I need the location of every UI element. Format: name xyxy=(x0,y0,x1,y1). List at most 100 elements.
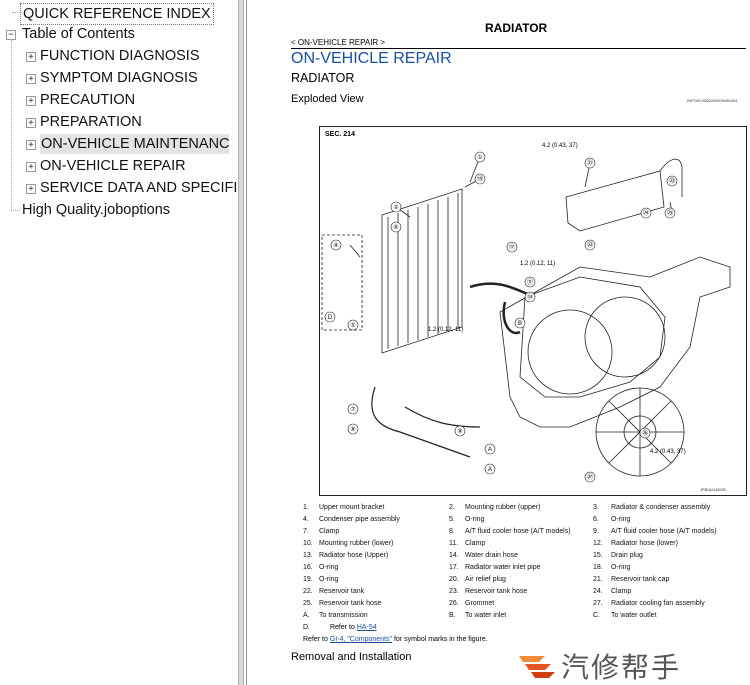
svg-text:⑭: ⑭ xyxy=(527,293,533,301)
legend-item-number: 6. xyxy=(593,516,599,523)
bookmark-preparation[interactable]: PREPARATION xyxy=(40,112,142,132)
legend-item-label: O-ring xyxy=(319,576,339,583)
legend-item-label: Reservoir tank cap xyxy=(611,576,670,583)
tree-connector xyxy=(12,12,20,13)
legend-item-label: Radiator hose (lower) xyxy=(611,540,678,547)
legend-item-label: Radiator water inlet pipe xyxy=(465,564,541,571)
exploded-view-drawing: ① ⑲ ② ⑥ ④ ⑤ ㉑ ㉓ ㉔ ㉕ ㉒ ⑰ ⑪ ⑭ ⑦ xyxy=(321,151,731,483)
legend-item-label: A/T fluid cooler hose (A/T models) xyxy=(465,528,571,535)
legend-item-label: Radiator & condenser assembly xyxy=(611,504,711,511)
legend-item-number: A. xyxy=(303,612,310,619)
collapse-toc-toggle[interactable]: − xyxy=(6,30,16,40)
watermark-emblem-icon xyxy=(519,656,555,678)
figure-id: JPBIA2460GB xyxy=(700,487,726,492)
legend-item-number: 15. xyxy=(593,552,603,559)
note-d-text: Refer to xyxy=(329,624,355,631)
legend-item-label: O-ring xyxy=(611,516,631,523)
tree-connector xyxy=(11,40,12,210)
bookmark-label: PRECAUTION xyxy=(40,92,136,108)
bookmark-on-vehicle-repair[interactable]: ON-VEHICLE REPAIR xyxy=(40,156,186,176)
expand-service-data[interactable]: + xyxy=(26,184,36,194)
tree-connector xyxy=(11,210,20,211)
legend-item-label: Mounting rubber (upper) xyxy=(465,504,541,511)
torque-label-3: 1.2 (0.12, 11) xyxy=(428,327,464,333)
note-d-prefix: D. xyxy=(303,624,310,631)
svg-text:⑦: ⑦ xyxy=(350,406,355,413)
legend-item-label: Grommet xyxy=(465,600,495,607)
legend-item-label: O-ring xyxy=(465,516,485,523)
legend-item-number: 4. xyxy=(303,516,309,523)
legend-item-label: To water outlet xyxy=(611,612,657,619)
svg-text:D: D xyxy=(328,315,333,321)
ha-54-link[interactable]: HA-54 xyxy=(356,624,377,631)
document-view[interactable]: RADIATOR < ON-VEHICLE REPAIR > ON-VEHICL… xyxy=(244,0,750,685)
expand-function-diagnosis[interactable]: + xyxy=(26,52,36,62)
bookmark-service-data[interactable]: SERVICE DATA AND SPECIFI xyxy=(40,178,237,198)
svg-text:㉓: ㉓ xyxy=(669,177,675,185)
legend-item-label: Radiator cooling fan assembly xyxy=(611,600,705,607)
sec-label: SEC. 214 xyxy=(325,131,355,138)
legend-item-number: 26. xyxy=(449,600,459,607)
bookmark-label: FUNCTION DIAGNOSIS xyxy=(40,48,200,64)
bookmarks-panel: QUICK REFERENCE INDEX − Table of Content… xyxy=(0,0,238,685)
svg-text:㉑: ㉑ xyxy=(587,159,593,167)
legend-item-label: Clamp xyxy=(465,540,486,547)
legend-item-number: 22. xyxy=(303,588,313,595)
legend-item-label: Condenser pipe assembly xyxy=(319,516,400,523)
info-id: INFOID:0000000009496344 xyxy=(687,98,738,103)
legend-item-number: 27. xyxy=(593,600,603,607)
panel-splitter[interactable] xyxy=(238,0,244,685)
gi-4-components-link[interactable]: GI-4, "Components" xyxy=(329,636,393,643)
svg-text:⑤: ⑤ xyxy=(350,322,355,329)
callout-circles: ① ⑲ ② ⑥ ④ ⑤ ㉑ ㉓ ㉔ ㉕ ㉒ ⑰ ⑪ ⑭ ⑦ xyxy=(324,151,678,483)
bookmark-table-of-contents[interactable]: Table of Contents xyxy=(22,24,135,44)
legend-item-number: 11. xyxy=(449,540,459,547)
bookmark-high-quality-joboptions[interactable]: High Quality.joboptions xyxy=(22,200,170,220)
removal-installation-heading: Removal and Installation xyxy=(291,651,412,663)
bookmark-on-vehicle-maintenance[interactable]: ON-VEHICLE MAINTENANC xyxy=(40,134,230,154)
bookmark-precaution[interactable]: PRECAUTION xyxy=(40,90,135,110)
bookmark-function-diagnosis[interactable]: FUNCTION DIAGNOSIS xyxy=(40,46,200,66)
legend-item-label: Upper mount bracket xyxy=(319,504,385,511)
legend-item-label: A/T fluid cooler hose (A/T models) xyxy=(611,528,717,535)
document-page: RADIATOR < ON-VEHICLE REPAIR > ON-VEHICL… xyxy=(246,0,750,685)
svg-text:⑰: ⑰ xyxy=(509,243,515,251)
legend-item-number: 18. xyxy=(593,564,603,571)
legend-item-number: 17. xyxy=(449,564,459,571)
legend-item-number: 7. xyxy=(303,528,309,535)
svg-text:B: B xyxy=(518,321,522,327)
svg-text:㉔: ㉔ xyxy=(643,209,649,217)
svg-text:⑧: ⑧ xyxy=(350,426,355,433)
legend-item-label: Water drain hose xyxy=(465,552,519,559)
radiator-core-shape xyxy=(381,188,463,354)
legend-item-number: 24. xyxy=(593,588,603,595)
legend-item-label: Air relief plug xyxy=(465,576,506,583)
expand-precaution[interactable]: + xyxy=(26,96,36,106)
torque-label-1: 4.2 (0.43, 37) xyxy=(542,143,578,149)
legend-note-d: D. Refer to HA-54 xyxy=(303,624,377,631)
section-title: ON-VEHICLE REPAIR xyxy=(291,50,452,67)
legend-item-label: Drain plug xyxy=(611,552,643,559)
bookmark-label: High Quality.joboptions xyxy=(22,202,171,218)
expand-preparation[interactable]: + xyxy=(26,118,36,128)
svg-text:㉕: ㉕ xyxy=(667,209,673,217)
legend-item-number: 2. xyxy=(449,504,455,511)
legend-item-number: 20. xyxy=(449,576,459,583)
bookmark-label: QUICK REFERENCE INDEX xyxy=(23,6,211,22)
expand-symptom-diagnosis[interactable]: + xyxy=(26,74,36,84)
svg-text:⑪: ⑪ xyxy=(527,278,533,286)
svg-text:⑲: ⑲ xyxy=(477,175,483,183)
torque-label-2: 1.2 (0.12, 11) xyxy=(520,261,556,267)
bookmark-quick-reference-index[interactable]: QUICK REFERENCE INDEX xyxy=(20,3,214,25)
svg-text:㉒: ㉒ xyxy=(587,241,593,249)
legend-item-number: 25. xyxy=(303,600,313,607)
bookmark-label: PREPARATION xyxy=(40,114,142,130)
bookmark-symptom-diagnosis[interactable]: SYMPTOM DIAGNOSIS xyxy=(40,68,198,88)
legend-item-number: 8. xyxy=(449,528,455,535)
bookmark-label: SERVICE DATA AND SPECIFI xyxy=(40,180,238,196)
expand-on-vehicle-repair[interactable]: + xyxy=(26,162,36,172)
legend-item-number: 5. xyxy=(449,516,455,523)
watermark-text: 汽修帮手 xyxy=(561,651,682,684)
exploded-view-figure: SEC. 214 xyxy=(319,126,747,496)
expand-on-vehicle-maintenance[interactable]: + xyxy=(26,140,36,150)
